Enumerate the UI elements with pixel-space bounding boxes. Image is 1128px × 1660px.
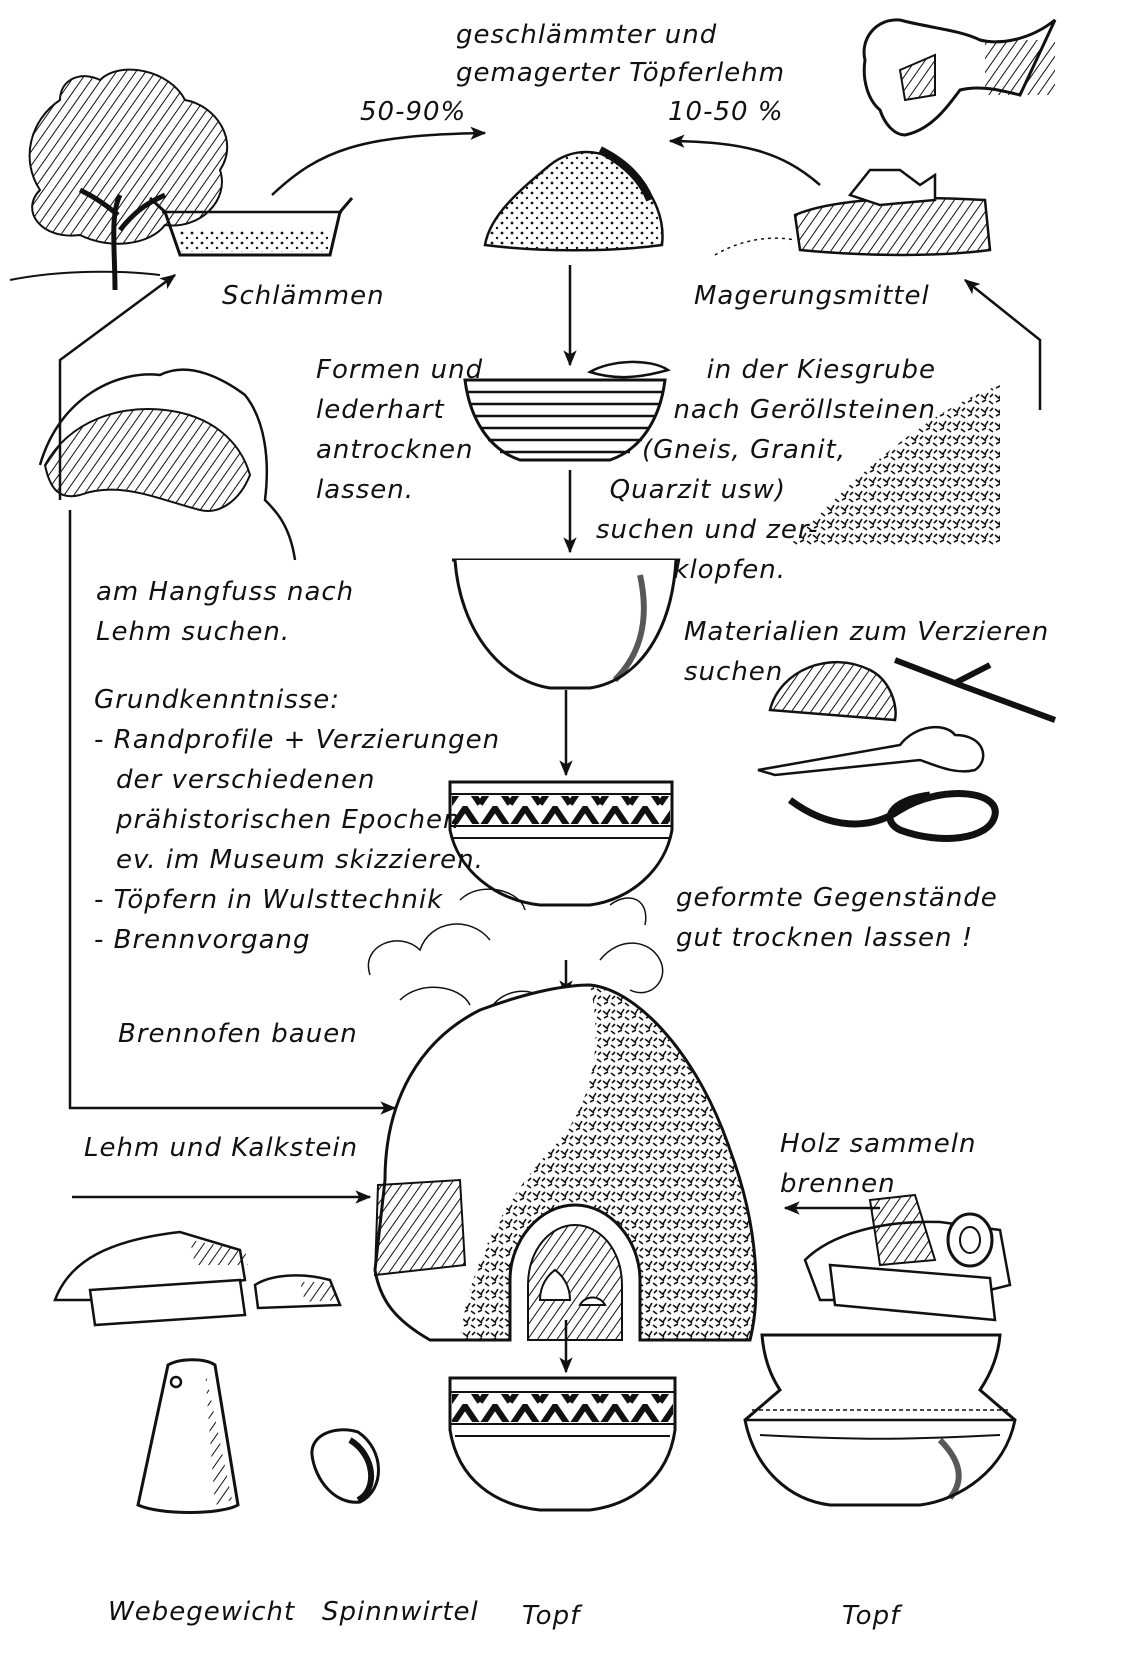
formen-line-1: Formen und (316, 350, 483, 390)
firewood-icon (805, 1195, 1010, 1320)
hangfuss-label: am Hangfuss nach Lehm suchen. (96, 572, 354, 652)
grundkenntnisse-item-1c: prähistorischen Epochen (94, 800, 500, 840)
magerungsmittel-label: Magerungsmittel (694, 276, 930, 316)
bone-icon (758, 727, 983, 775)
formen-line-3: antrocknen (316, 430, 483, 470)
percent-left-label: 50-90% (360, 92, 466, 132)
stones-icon (715, 170, 990, 255)
topf-label-2: Topf (842, 1596, 900, 1636)
kiesgrube-line-5: suchen und zer- (596, 510, 936, 550)
limestone-icon (55, 1232, 340, 1325)
materialien-label: Materialien zum Verzieren suchen (684, 612, 1049, 692)
schlaemmen-label: Schlämmen (222, 276, 385, 316)
holz-line-1: Holz sammeln (780, 1124, 976, 1164)
formen-line-4: lassen. (316, 470, 483, 510)
clay-title-line-1: geschlämmter und (456, 16, 696, 54)
hangfuss-line-1: am Hangfuss nach (96, 572, 354, 612)
kiesgrube-line-6: klopfen. (596, 550, 936, 590)
kiln-icon (375, 985, 756, 1340)
tree-icon (10, 70, 227, 290)
kiesgrube-line-3: (Gneis, Granit, (596, 430, 936, 470)
rock-overhang-icon (40, 370, 295, 560)
clay-title-label: geschlämmter und gemagerter Töpferlehm (456, 16, 696, 92)
percent-right-label: 10-50 % (668, 92, 784, 132)
grundkenntnisse-item-3: - Brennvorgang (94, 920, 500, 960)
geformte-label: geformte Gegenstände gut trocknen lassen… (676, 878, 998, 958)
materialien-line-1: Materialien zum Verzieren (684, 612, 1049, 652)
brennofen-label: Brennofen bauen (118, 1014, 358, 1054)
carinated-pot-icon (745, 1335, 1015, 1505)
materialien-line-2: suchen (684, 652, 1049, 692)
geformte-line-2: gut trocknen lassen ! (676, 918, 998, 958)
geformte-line-1: geformte Gegenstände (676, 878, 998, 918)
clay-heap-icon (485, 150, 663, 250)
lehm-kalkstein-label: Lehm und Kalkstein (84, 1128, 358, 1168)
grundkenntnisse-item-1d: ev. im Museum skizzieren. (94, 840, 500, 880)
clay-title-line-2: gemagerter Töpferlehm (456, 54, 696, 92)
kiesgrube-line-2: nach Geröllsteinen (596, 390, 936, 430)
rope-icon (790, 794, 995, 839)
spinnwirtel-label: Spinnwirtel (322, 1592, 479, 1632)
spindle-whorl-icon (312, 1430, 379, 1502)
holz-line-2: brennen (780, 1164, 976, 1204)
grundkenntnisse-heading: Grundkenntnisse: (94, 680, 500, 720)
formen-line-2: lederhart (316, 390, 483, 430)
loom-weight-icon (138, 1360, 238, 1513)
kiesgrube-line-1: in der Kiesgrube (596, 350, 936, 390)
grundkenntnisse-item-2: - Töpfern in Wulsttechnik (94, 880, 500, 920)
kiesgrube-line-4: Quarzit usw) (596, 470, 936, 510)
grundkenntnisse-item-1: - Randprofile + Verzierungen (94, 720, 500, 760)
grundkenntnisse-label: Grundkenntnisse: - Randprofile + Verzier… (94, 680, 500, 960)
hangfuss-line-2: Lehm suchen. (96, 612, 354, 652)
formen-label: Formen und lederhart antrocknen lassen. (316, 350, 483, 510)
decorated-pot-icon (450, 1378, 675, 1510)
webegewicht-label: Webegewicht (108, 1592, 295, 1632)
grundkenntnisse-item-1b: der verschiedenen (94, 760, 500, 800)
hand-icon (864, 20, 1055, 135)
holz-label: Holz sammeln brennen (780, 1124, 976, 1204)
kiesgrube-label: in der Kiesgrube nach Geröllsteinen (Gne… (596, 350, 936, 590)
topf-label-1: Topf (522, 1596, 580, 1636)
